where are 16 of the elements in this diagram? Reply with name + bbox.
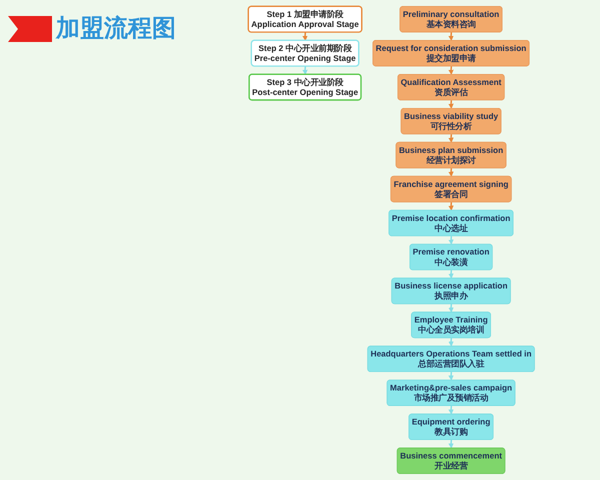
arrow — [448, 270, 454, 279]
title: 加盟流程图 — [56, 14, 176, 44]
arrow — [448, 338, 454, 347]
arrow — [448, 168, 454, 177]
arrow — [302, 66, 308, 75]
arrow — [448, 406, 454, 414]
arrow — [448, 32, 454, 41]
arrow — [448, 202, 454, 211]
arrow — [448, 372, 454, 381]
arrow — [448, 134, 454, 143]
arrow — [448, 100, 454, 109]
arrow — [448, 304, 454, 313]
arrow — [448, 236, 454, 245]
arrow — [448, 66, 454, 75]
arrow — [448, 440, 454, 448]
arrow — [302, 32, 308, 41]
